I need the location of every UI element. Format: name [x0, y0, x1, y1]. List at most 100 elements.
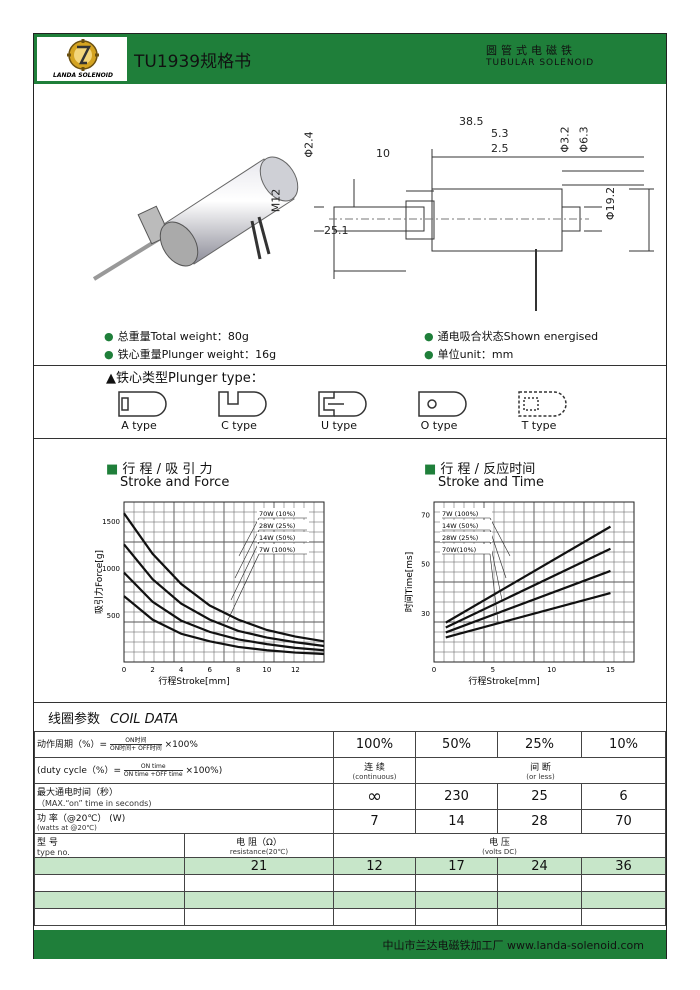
spec-sheet: LANDA SOLENOID TU1939规格书 圆管式电磁铁 TUBULAR … [33, 33, 667, 959]
x-tick-label: 6 [207, 666, 212, 674]
duty-25: 25% [497, 731, 582, 758]
x-axis-label: 行程Stroke[mm] [468, 675, 539, 687]
intermittent-cell: 间 断(or less) [415, 757, 666, 784]
table-row: 最大通电时间（秒）（MAX.“on” time in seconds) ∞ 23… [34, 783, 666, 810]
resistance-en: resistance(20℃) [229, 848, 289, 856]
dim-5-3: 5.3 [491, 127, 509, 140]
technical-drawing [314, 149, 654, 311]
legend-label: 28W (25%) [259, 522, 295, 530]
duty-en: (duty cycle（%）= [37, 766, 121, 776]
max-on-cn: 最大通电时间（秒） [37, 787, 119, 798]
plot-frame [123, 501, 325, 663]
type-en: type no. [37, 847, 70, 857]
plunger-type-icons [118, 391, 567, 417]
y-axis-label: 吸引力Force[g] [93, 550, 105, 614]
table-row: 动作周期（%）= ON时间 ON时间+ OFF时间 ×100% 100% 50%… [34, 731, 666, 758]
x-tick-label: 10 [262, 666, 271, 674]
force-chart-title-en: Stroke and Force [120, 475, 230, 490]
legend-bg [440, 544, 492, 554]
legend-leader [226, 553, 260, 623]
force-chart-title-cn: ■ 行 程 / 吸 引 力 [106, 462, 213, 477]
legend-label: 28W (25%) [442, 534, 478, 542]
table-row: 功 率（@20℃） (W)(watts at @20℃) 7 14 28 70 [34, 809, 666, 834]
legend-label: 70W (10%) [259, 510, 295, 518]
time-chart-title-cn: ■ 行 程 / 反应时间 [424, 462, 536, 477]
spec-total-weight: ●总重量Total weight：80g [104, 330, 249, 343]
t-type-label: T type [521, 419, 557, 432]
series-line [445, 547, 611, 629]
legend-bg [257, 508, 309, 518]
o-type-icon [418, 391, 467, 417]
voltage-10: 36 [581, 857, 666, 875]
continuous-cell: 连 续(continuous) [333, 757, 416, 784]
resistance-header: 电 阻（Ω）resistance(20℃) [184, 833, 334, 858]
voltage-50: 17 [415, 857, 498, 875]
power-en: (watts at @20℃) [37, 824, 97, 832]
x-tick-label: 15 [606, 666, 615, 674]
max-on-cell: 最大通电时间（秒）（MAX.“on” time in seconds) [34, 783, 334, 810]
duty-50: 50% [415, 731, 498, 758]
coil-data-table: 动作周期（%）= ON时间 ON时间+ OFF时间 ×100% 100% 50%… [34, 731, 666, 926]
footer-bar: 中山市兰达电磁铁加工厂 www.landa-solenoid.com [34, 930, 666, 959]
x-tick-label: 0 [432, 666, 436, 674]
power-cn: 功 率（@20℃） (W) [37, 814, 126, 824]
legend-leader [489, 553, 499, 623]
power-50: 14 [415, 809, 498, 834]
x-tick-label: 8 [236, 666, 240, 674]
legend-label: 7W (100%) [442, 510, 478, 518]
legend-bg [440, 520, 492, 530]
max-on-10: 6 [581, 783, 666, 810]
legend-bg [257, 520, 309, 530]
u-type-icon [318, 391, 367, 417]
resistance-cn: 电 阻（Ω） [236, 838, 282, 848]
a-type-icon [118, 391, 167, 417]
voltage-header: 电 压(volts DC) [333, 833, 666, 858]
divider [34, 702, 666, 703]
product-title-cn: 圆管式电磁铁 [486, 44, 576, 57]
intermittent-en: (or less) [526, 773, 555, 781]
legend-bg [257, 532, 309, 542]
continuous-cn: 连 续 [364, 763, 385, 773]
x-axis-label: 行程Stroke[mm] [158, 675, 229, 687]
landa-logo-icon [67, 39, 99, 71]
voltage-en: (volts DC) [482, 848, 517, 856]
dim-dia-6-3: Φ6.3 [577, 126, 591, 153]
dim-plunger-dia: Φ2.4 [302, 131, 316, 158]
divider [34, 438, 666, 439]
series-line [123, 543, 325, 648]
plunger-type-title: ▲铁心类型Plunger type： [106, 371, 264, 386]
legend-bg [257, 544, 309, 554]
c-type-icon [218, 391, 267, 417]
x-tick-label: 0 [122, 666, 126, 674]
series-line [445, 592, 611, 639]
max-on-50: 230 [415, 783, 498, 810]
t-type-icon [518, 391, 567, 417]
power-cell: 功 率（@20℃） (W)(watts at @20℃) [34, 809, 334, 834]
table-row [34, 891, 666, 909]
y-tick-label: 500 [107, 612, 120, 620]
legend-label: 70W(10%) [442, 546, 476, 554]
duty-10: 10% [581, 731, 666, 758]
duty-frac-top: ON时间 [109, 737, 162, 745]
force-cn-text: 行 程 / 吸 引 力 [122, 462, 213, 477]
coil-data-title: 线圈参数 COIL DATA [48, 708, 178, 727]
dim-overall: 38.5 [459, 115, 484, 128]
legend-label: 14W (50%) [442, 522, 478, 530]
resistance-value: 21 [184, 857, 334, 875]
series-line [445, 569, 611, 634]
shown-text: 通电吸合状态Shown energised [437, 330, 599, 343]
solenoid-3d-render [92, 156, 299, 281]
table-row: 21 12 17 24 36 [34, 857, 666, 875]
legend-bg [440, 532, 492, 542]
spec-unit: ●单位unit：mm [424, 348, 514, 361]
product-title-en: TUBULAR SOLENOID [486, 58, 595, 68]
x-tick-label: 10 [547, 666, 556, 674]
y-tick-label: 1500 [102, 518, 120, 526]
time-chart-title-en: Stroke and Time [438, 475, 544, 490]
spec-plunger-weight: ●铁心重量Plunger weight：16g [104, 348, 277, 361]
dim-shaft-length: 25.1 [324, 224, 349, 237]
x-tick-label: 2 [150, 666, 154, 674]
